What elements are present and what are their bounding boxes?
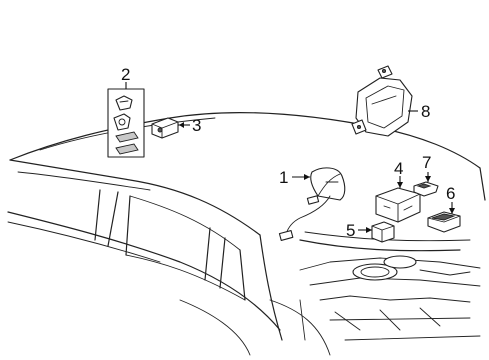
part-4-module-box xyxy=(375,176,421,223)
part-3-bracket xyxy=(151,117,190,139)
part-1-antenna xyxy=(278,167,346,241)
part-2-clip-set xyxy=(107,82,145,158)
part-7-connector xyxy=(413,172,439,197)
callout-3: 3 xyxy=(192,116,201,135)
callout-1: 1 xyxy=(279,168,288,187)
vehicle-body-outline xyxy=(7,111,486,356)
callout-8: 8 xyxy=(421,102,430,121)
part-8-module xyxy=(351,65,418,137)
callout-6: 6 xyxy=(446,184,455,203)
callout-4: 4 xyxy=(394,159,403,178)
callout-5: 5 xyxy=(346,221,355,240)
callout-7: 7 xyxy=(422,153,431,172)
callout-2: 2 xyxy=(121,65,130,84)
part-6-module xyxy=(427,202,461,233)
part-5-module xyxy=(358,221,395,243)
trunk-floor xyxy=(299,255,481,341)
